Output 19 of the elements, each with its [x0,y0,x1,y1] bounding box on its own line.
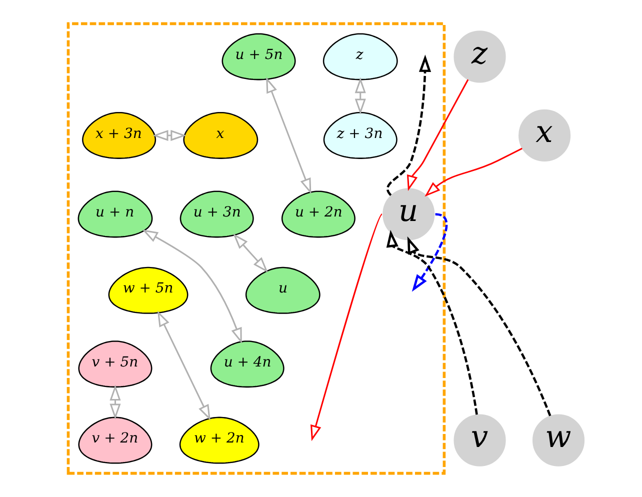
arrow [266,77,312,194]
arrow [157,310,210,420]
node-circle: z [454,30,506,83]
arrow [110,384,121,420]
arrow [142,229,242,344]
arrow [386,54,432,196]
arrow [424,148,522,197]
node-circle: v [454,414,506,466]
arrow [233,234,268,273]
arrow [407,236,552,416]
cluster [66,22,446,475]
arrow [354,77,366,115]
arrow [386,230,478,415]
node-circle: x [518,109,571,162]
node-circle: w [532,414,585,466]
arrow [310,214,383,442]
arrow [406,79,469,192]
node-circle: u [382,188,435,240]
arrow [152,130,186,141]
